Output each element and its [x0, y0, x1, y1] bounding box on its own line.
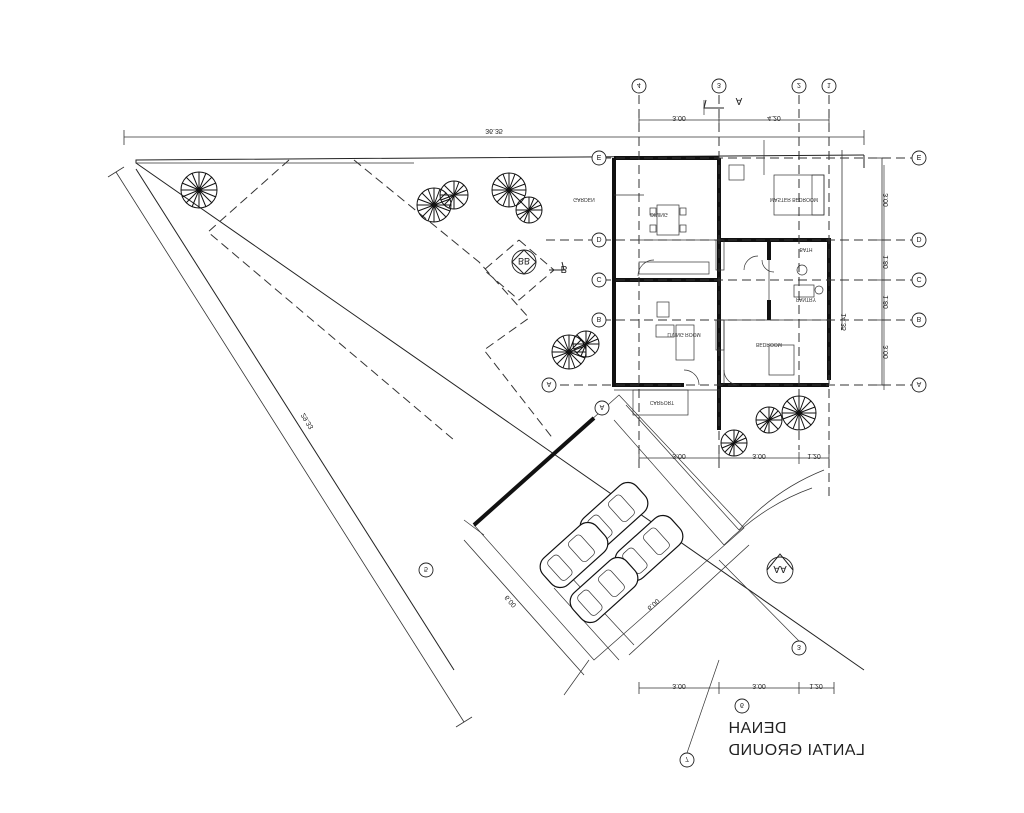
grid-bubble-right-b: B — [911, 312, 927, 328]
room-label-living: LIVING ROOM — [667, 331, 700, 337]
grid-bubble-left-b: B — [591, 312, 607, 328]
grid-bubble-misc-3: 7 — [679, 752, 695, 768]
trees — [180, 171, 817, 457]
top-dim-0: 3.00 — [672, 114, 686, 121]
grid-bubble-top-3: 3 — [711, 78, 727, 94]
section-mark-b: B — [549, 261, 568, 274]
svg-text:D: D — [596, 235, 601, 242]
svg-text:1: 1 — [827, 81, 831, 88]
section-mark-bb: BB — [511, 249, 537, 275]
svg-text:2: 2 — [797, 81, 801, 88]
svg-text:4: 4 — [637, 81, 641, 88]
site-boundary — [135, 154, 865, 671]
grid-bubble-top-4: 4 — [631, 78, 647, 94]
svg-text:B: B — [597, 315, 602, 322]
bottom-dim-2: 1.20 — [809, 682, 823, 689]
side-dimensions: 3.00 1.80 1.80 3.00 14.35 — [841, 150, 890, 386]
svg-text:A: A — [600, 403, 605, 410]
grid-bubble-left-d: D — [591, 232, 607, 248]
grid-bubble-left-a: A — [541, 377, 557, 393]
diagonal-dimension: 29.33 — [107, 166, 473, 728]
room-label-bedroom: BEDROOM — [756, 341, 782, 347]
svg-text:B: B — [561, 263, 568, 274]
side-dim-total: 14.35 — [841, 313, 848, 331]
drawing-title-line-2: LANTAI GROUND — [728, 742, 865, 759]
grid-bubble-misc-4: 3 — [791, 640, 807, 656]
diagonal-dimension-text: 29.33 — [300, 412, 315, 431]
svg-text:E: E — [597, 153, 602, 160]
svg-text:BB: BB — [518, 256, 530, 266]
carport-side-dim: 6.00 — [504, 594, 518, 609]
side-dim-3: 3.00 — [883, 345, 890, 359]
grid-bubbles: 1 2 3 4 E D C B A E D C B A A 5 6 7 3 — [418, 78, 927, 768]
side-dim-2: 1.80 — [883, 295, 890, 309]
grid-bubble-right-a: A — [911, 377, 927, 393]
mid-dim-0: 3.00 — [672, 452, 686, 459]
section-mark-a: A — [703, 95, 743, 115]
svg-text:6: 6 — [740, 701, 744, 708]
grid-bubble-misc-1: 5 — [418, 562, 434, 578]
top-dim-1: 4.20 — [767, 114, 781, 121]
garden-outlines — [207, 159, 555, 441]
room-label-bath: BATH — [800, 246, 813, 252]
section-marks: AA BB A B — [511, 95, 794, 584]
svg-text:AA: AA — [773, 563, 787, 574]
mid-dim-1: 3.00 — [752, 452, 766, 459]
side-dim-0: 3.00 — [883, 193, 890, 207]
mid-dim-2: 1.20 — [807, 452, 821, 459]
section-mark-aa: AA — [766, 553, 794, 584]
side-dim-1: 1.80 — [883, 255, 890, 269]
svg-text:D: D — [916, 235, 921, 242]
grid-bubble-top-1: 1 — [821, 78, 837, 94]
top-dimensions: 4.20 3.00 — [638, 114, 830, 126]
svg-text:C: C — [596, 275, 601, 282]
overall-dimension: 36.35 — [123, 127, 865, 145]
drawing-title: DENAH LANTAI GROUND — [728, 718, 878, 762]
grid-bubble-right-d: D — [911, 232, 927, 248]
svg-text:3: 3 — [717, 81, 721, 88]
svg-text:7: 7 — [685, 755, 689, 762]
svg-text:5: 5 — [424, 565, 428, 572]
svg-text:A: A — [917, 380, 922, 387]
svg-text:3: 3 — [797, 643, 801, 650]
svg-text:E: E — [917, 153, 922, 160]
grid-bubble-misc-0: A — [594, 400, 610, 416]
carport-front-dim: 6.00 — [646, 597, 661, 611]
carport: 6.00 6.00 — [463, 394, 825, 696]
grid-bubble-top-2: 2 — [791, 78, 807, 94]
mirrored-drawing: 36.35 29.33 — [107, 78, 927, 768]
room-label-pantry: PANTRY — [796, 296, 816, 302]
svg-text:A: A — [547, 380, 552, 387]
room-label-dining: DINING — [650, 211, 668, 217]
lower-dimensions: 1.20 3.00 3.00 1.20 3.00 3.00 — [638, 452, 835, 694]
grid-bubble-left-c: C — [591, 272, 607, 288]
grid-bubble-right-c: C — [911, 272, 927, 288]
grid-bubble-misc-2: 6 — [734, 698, 750, 714]
overall-dimension-text: 36.35 — [485, 127, 503, 134]
svg-text:B: B — [917, 315, 922, 322]
svg-text:A: A — [736, 95, 743, 106]
grid-bubble-right-e: E — [911, 150, 927, 166]
room-label-garden: GARDEN — [573, 196, 595, 202]
drawing-title-line-1: DENAH — [728, 720, 787, 737]
room-label-master-bedroom: MASTER BEDROOM — [770, 196, 818, 202]
bottom-dim-1: 3.00 — [752, 682, 766, 689]
house: MASTER BEDROOM GARDEN DINING LIVING ROOM… — [573, 156, 831, 430]
svg-text:C: C — [916, 275, 921, 282]
grid-bubble-left-e: E — [591, 150, 607, 166]
bottom-dim-0: 3.00 — [672, 682, 686, 689]
room-label-carport: CARPORT — [650, 399, 674, 405]
grid-lines — [544, 95, 919, 500]
